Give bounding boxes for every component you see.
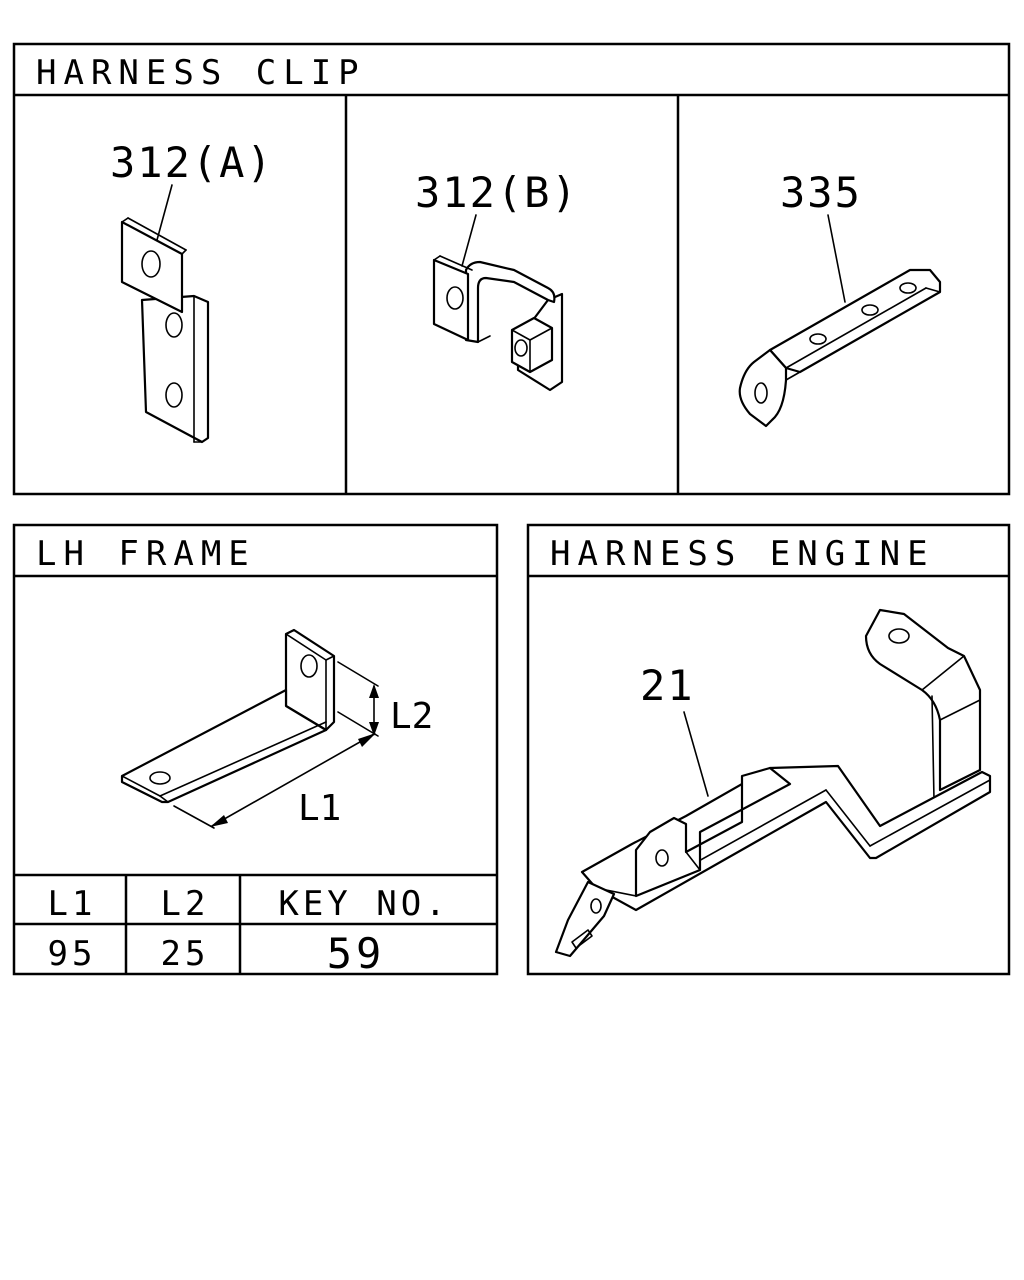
clip-312a-tab-thick-2 bbox=[127, 217, 187, 251]
harness-engine-callout: 21 bbox=[640, 661, 695, 710]
clip-312a-hole-2 bbox=[165, 312, 183, 338]
clip-312b-drawing: 312(B) bbox=[415, 168, 579, 392]
clip-312a-upper-tab bbox=[120, 220, 184, 314]
lh-frame-l1-label: L1 bbox=[298, 788, 341, 829]
lh-frame-arm-top-edge bbox=[159, 721, 327, 797]
harness-engine-panel: HARNESS ENGINE 21 bbox=[526, 523, 1011, 976]
clip-312b-callout: 312(B) bbox=[415, 168, 579, 217]
clip-312b-nut bbox=[510, 316, 554, 374]
clip-312b-tab-thick bbox=[433, 255, 441, 261]
clip-312b-nut-hole bbox=[514, 339, 528, 357]
harness-engine-front-hole bbox=[590, 898, 602, 914]
clip-335-strip-top-edge bbox=[785, 287, 927, 369]
lh-frame-table-cell-l1: 95 bbox=[48, 934, 97, 974]
clip-335-strip bbox=[768, 268, 942, 374]
clip-312a-tab-thick-3 bbox=[181, 249, 187, 255]
harness-engine-title: HARNESS ENGINE bbox=[550, 534, 935, 574]
clip-312a-tab-thick bbox=[121, 217, 129, 223]
clip-312a-hole-3 bbox=[165, 382, 183, 408]
harness-clip-title: HARNESS CLIP bbox=[36, 53, 366, 93]
clip-335-leg bbox=[738, 348, 788, 428]
lh-frame-l2-ext-bottom bbox=[337, 711, 379, 737]
lh-frame-l1-arrow-right bbox=[358, 733, 376, 747]
harness-clip-frame bbox=[12, 42, 1011, 496]
lh-frame-table-cell-key-no: 59 bbox=[327, 929, 386, 978]
clip-312a-leader bbox=[156, 184, 173, 241]
harness-engine-front-slot bbox=[571, 929, 593, 949]
lh-frame-l2-arrow-bottom bbox=[369, 722, 379, 736]
clip-335-callout: 335 bbox=[780, 168, 862, 217]
clip-312b-bridge bbox=[464, 260, 556, 344]
lh-frame-frame bbox=[12, 523, 499, 976]
lh-frame-title: LH FRAME bbox=[36, 534, 256, 574]
harness-engine-wall-hole bbox=[655, 849, 669, 867]
clip-335-leg-bend bbox=[785, 371, 801, 381]
clip-335-hole-1 bbox=[809, 333, 827, 345]
clip-312b-nut-edge-1 bbox=[511, 329, 531, 341]
clip-335-leg-hole bbox=[754, 382, 768, 404]
lh-frame-tab-hole bbox=[300, 654, 318, 678]
lh-frame-l1-arrow-left bbox=[210, 815, 228, 827]
lh-frame-panel: LH FRAME L2 L1 bbox=[12, 523, 499, 978]
clip-312b-nut-edge-2 bbox=[529, 327, 553, 341]
lh-frame-tab-inner-edge bbox=[285, 633, 327, 661]
lh-frame-bracket-drawing: L2 L1 bbox=[120, 628, 433, 829]
clip-312b-tab-thick-2 bbox=[439, 255, 473, 271]
lh-frame-table-header-l1: L1 bbox=[48, 884, 97, 924]
harness-engine-base-inner-2 bbox=[825, 789, 871, 847]
clip-312b-leader bbox=[461, 214, 477, 267]
harness-engine-rear-arm-bend bbox=[921, 655, 965, 691]
harness-engine-rear-arm bbox=[864, 608, 982, 792]
harness-engine-base-inner-3 bbox=[869, 779, 991, 847]
harness-engine-frame bbox=[526, 523, 1011, 976]
clip-335-drawing: 335 bbox=[738, 168, 942, 428]
clip-312a-hole-1 bbox=[141, 250, 161, 278]
harness-engine-leader bbox=[683, 711, 709, 797]
clip-335-hole-3 bbox=[899, 282, 917, 294]
lh-frame-bracket-arm bbox=[120, 688, 328, 804]
harness-engine-rear-hole bbox=[888, 628, 910, 644]
harness-engine-rear-arm-inner bbox=[931, 695, 935, 801]
harness-engine-rear-arm-edge bbox=[939, 699, 981, 721]
lh-frame-l1-ext-left bbox=[173, 805, 215, 829]
lh-frame-table-cell-l2: 25 bbox=[161, 934, 210, 974]
harness-clip-panel: HARNESS CLIP 312(A) 312(B) bbox=[12, 42, 1011, 496]
harness-engine-side-wall bbox=[634, 766, 792, 898]
clip-335-strip-end-edge bbox=[925, 287, 941, 293]
lh-frame-arm-thick bbox=[159, 795, 169, 803]
clip-312a-lower-plate bbox=[140, 294, 210, 444]
clip-312b-front-tab bbox=[432, 258, 470, 342]
lh-frame-arm-front-edge bbox=[121, 775, 161, 797]
clip-312b-bend-line bbox=[477, 335, 491, 343]
lh-frame-l2-label: L2 bbox=[390, 696, 433, 737]
lh-frame-table-header-key-no: KEY NO. bbox=[278, 884, 449, 924]
lh-frame-l2-ext-top bbox=[337, 661, 379, 687]
clip-335-hole-2 bbox=[861, 304, 879, 316]
lh-frame-l1-dim-line bbox=[211, 733, 375, 827]
lh-frame-table: L1 L2 KEY NO. 95 25 59 bbox=[14, 873, 497, 978]
lh-frame-table-header-l2: L2 bbox=[161, 884, 210, 924]
harness-engine-bracket-drawing: 21 bbox=[554, 608, 992, 958]
lh-frame-arm-hole bbox=[149, 771, 171, 785]
harness-engine-front-tab bbox=[554, 880, 616, 958]
clip-312a-drawing: 312(A) bbox=[110, 138, 274, 444]
clip-312b-tab-hole bbox=[446, 286, 464, 310]
lh-frame-l2-arrow-top bbox=[369, 684, 379, 698]
clip-312a-callout: 312(A) bbox=[110, 138, 274, 187]
lh-frame-tab-inner-edge-3 bbox=[325, 655, 335, 661]
clip-335-leader bbox=[827, 214, 846, 303]
harness-engine-wall-edge bbox=[685, 851, 701, 871]
